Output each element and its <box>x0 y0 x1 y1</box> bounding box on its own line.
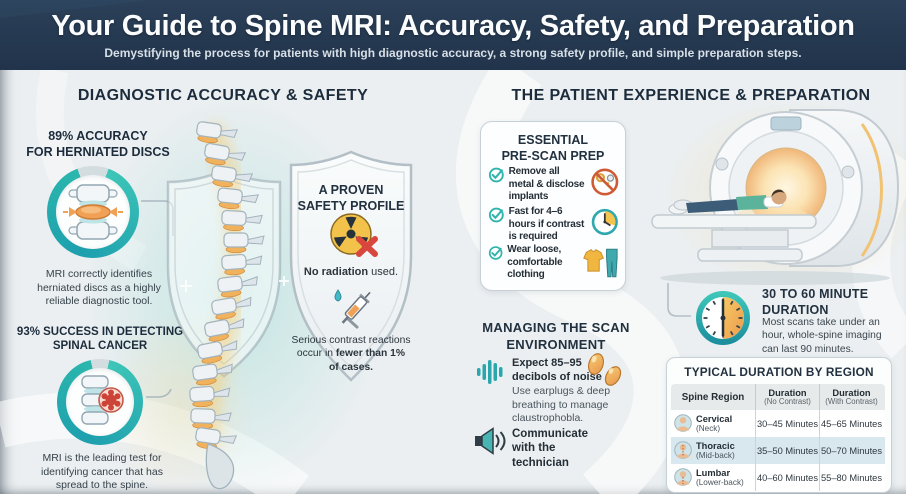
check-icon <box>488 246 503 260</box>
earplugs-icon <box>587 353 622 386</box>
right-section-heading: THE PATIENT EXPERIENCE & PREPARATION <box>511 87 871 104</box>
prep-item-clothing: Wear loose, comfortable clothing <box>488 244 620 282</box>
body-region-icon <box>674 414 692 433</box>
duration-body-text: Most scans take under an hour, whole-spi… <box>762 317 882 355</box>
header-band: Your Guide to Spine MRI: Accuracy, Safet… <box>0 0 906 70</box>
spine-illustration <box>166 120 289 490</box>
duration-title-line1: 30 TO 60 MINUTE <box>762 287 869 301</box>
col-wc-top: Duration <box>832 387 871 398</box>
stat-herniated-discs-title: 89% ACCURACY FOR HERNIATED DISCS <box>20 129 176 160</box>
with-contrast-value: 55–80 Minutes <box>819 464 883 491</box>
no-metal-icon <box>591 168 619 196</box>
region-name: Thoracic <box>696 440 735 451</box>
stat-spinal-cancer-caption: MRI is the leading test for identifying … <box>41 452 163 492</box>
region-sub: (Lower-back) <box>696 478 744 488</box>
donut2-center <box>66 368 134 436</box>
table-header-row: Spine Region Duration (No Contrast) Dura… <box>671 384 885 410</box>
col-header-no-contrast: Duration (No Contrast) <box>755 384 819 410</box>
sacrum-tailbone <box>205 443 235 490</box>
stat1-line2: FOR HERNIATED DISCS <box>26 144 170 159</box>
donut1-center <box>56 175 130 249</box>
duration-title: 30 TO 60 MINUTE DURATION <box>762 287 880 318</box>
no-radiation-bold: No radiation <box>303 266 369 278</box>
managing-heading-line1: MANAGING THE SCAN <box>482 320 630 335</box>
left-section-heading: DIAGNOSTIC ACCURACY & SAFETY <box>77 87 369 104</box>
radiation-crossed-icon <box>330 213 378 257</box>
clothing-icon <box>582 248 618 278</box>
col-header-with-contrast: Duration (With Contrast) <box>819 384 883 410</box>
stat-spinal-cancer-title: 93% SUCCESS IN DETECTING SPINAL CANCER <box>14 325 186 354</box>
safety-shield-card: A PROVEN SAFETY PROFILE No radiation use… <box>277 146 425 390</box>
duration-table-card: TYPICAL DURATION BY REGION Spine Region … <box>666 357 892 493</box>
table-row-thoracic: Thoracic(Mid-back) 35–50 Minutes 50–70 M… <box>671 437 885 464</box>
region-cell: Cervical(Neck) <box>671 414 755 433</box>
pre-scan-prep-card: ESSENTIAL PRE-SCAN PREP Remove all metal… <box>480 121 626 291</box>
prep-title-line2: PRE-SCAN PREP <box>501 149 605 164</box>
stat-herniated-discs-caption: MRI correctly identifies herniated discs… <box>37 268 161 308</box>
shield-title-line1: A PROVEN <box>318 183 384 197</box>
contrast-reaction-text: Serious contrast reactions occur in fewe… <box>291 334 411 374</box>
shield-title-line2: SAFETY PROFILE <box>297 199 405 214</box>
stat1-line1: 89% ACCURACY <box>48 129 148 143</box>
contrast-pre: Serious contrast reactions occur in <box>291 335 411 360</box>
no-contrast-value: 35–50 Minutes <box>755 437 819 464</box>
no-contrast-value: 40–60 Minutes <box>755 464 819 491</box>
noise-waveform-icon <box>477 360 503 384</box>
donut-chart-herniated-discs <box>47 166 139 258</box>
managing-heading-line2: ENVIRONMENT <box>506 336 606 352</box>
region-sub: (Mid-back) <box>696 451 735 461</box>
donut-chart-spinal-cancer <box>57 359 143 445</box>
check-icon <box>488 207 504 223</box>
stat2-line2: SPINAL CANCER <box>52 340 148 353</box>
duration-clock-icon <box>696 291 750 345</box>
contrast-syringe-icon <box>334 289 371 329</box>
table-row-lumbar: Lumbar(Lower-back) 40–60 Minutes 55–80 M… <box>671 464 885 491</box>
shield-title: A PROVEN SAFETY PROFILE <box>285 182 417 215</box>
body-region-icon <box>674 468 692 487</box>
region-name: Lumbar <box>696 467 731 478</box>
mri-scanner-icon <box>651 109 900 285</box>
with-contrast-value: 50–70 Minutes <box>819 437 883 464</box>
table-row-cervical: Cervical(Neck) 30–45 Minutes 45–65 Minut… <box>671 410 885 437</box>
no-contrast-value: 30–45 Minutes <box>755 410 819 437</box>
prep-item-clothing-label: Wear loose, comfortable clothing <box>507 244 563 280</box>
prep-title-line1: ESSENTIAL <box>517 133 589 147</box>
col-nc-top: Duration <box>768 387 807 398</box>
with-contrast-value: 45–65 Minutes <box>819 410 883 437</box>
shield-icon <box>289 150 413 382</box>
col-header-region: Spine Region <box>681 391 745 403</box>
noise-sub-text: Use earplugs & deep breathing to manage … <box>512 385 611 425</box>
no-radiation-text: No radiation used. <box>289 266 413 278</box>
prep-item-fasting: Fast for 4–6 hours if contrast is requir… <box>488 206 620 244</box>
prep-item-metal-label: Remove all metal & disclose implants <box>508 166 585 202</box>
prep-item-fasting-label: Fast for 4–6 hours if contrast is requir… <box>508 206 585 242</box>
region-name: Cervical <box>696 413 733 424</box>
communicate-label: Communicate with the technician <box>512 428 589 469</box>
noise-label: Expect 85–95 decibols of noise <box>512 357 602 383</box>
no-radiation-rest: used. <box>368 266 399 278</box>
body-region-icon <box>674 441 692 460</box>
duration-table: Spine Region Duration (No Contrast) Dura… <box>671 384 885 491</box>
sparkle-icon <box>180 276 289 292</box>
stat2-line1: 93% SUCCESS IN DETECTING <box>16 326 184 338</box>
prep-item-metal: Remove all metal & disclose implants <box>488 166 620 204</box>
speaker-icon <box>475 427 506 455</box>
page-title: Your Guide to Spine MRI: Accuracy, Safet… <box>51 10 855 42</box>
table-title: TYPICAL DURATION BY REGION <box>684 365 874 379</box>
page-subtitle: Demystifying the process for patients wi… <box>104 46 802 60</box>
herniated-disc-icon <box>63 184 123 240</box>
contrast-bold: fewer than 1% of cases. <box>328 348 406 373</box>
check-icon <box>488 167 504 183</box>
duration-title-line2: DURATION <box>762 302 829 317</box>
col-wc-sub: (With Contrast) <box>825 396 878 406</box>
col-nc-sub: (No Contrast) <box>764 396 811 406</box>
managing-heading: MANAGING THE SCAN ENVIRONMENT <box>462 320 650 354</box>
region-sub: (Neck) <box>696 424 721 434</box>
spinal-cancer-icon <box>81 375 124 425</box>
prep-title: ESSENTIAL PRE-SCAN PREP <box>481 132 625 165</box>
region-cell: Thoracic(Mid-back) <box>671 441 755 460</box>
fasting-clock-icon <box>592 208 619 236</box>
region-cell: Lumbar(Lower-back) <box>671 468 755 487</box>
